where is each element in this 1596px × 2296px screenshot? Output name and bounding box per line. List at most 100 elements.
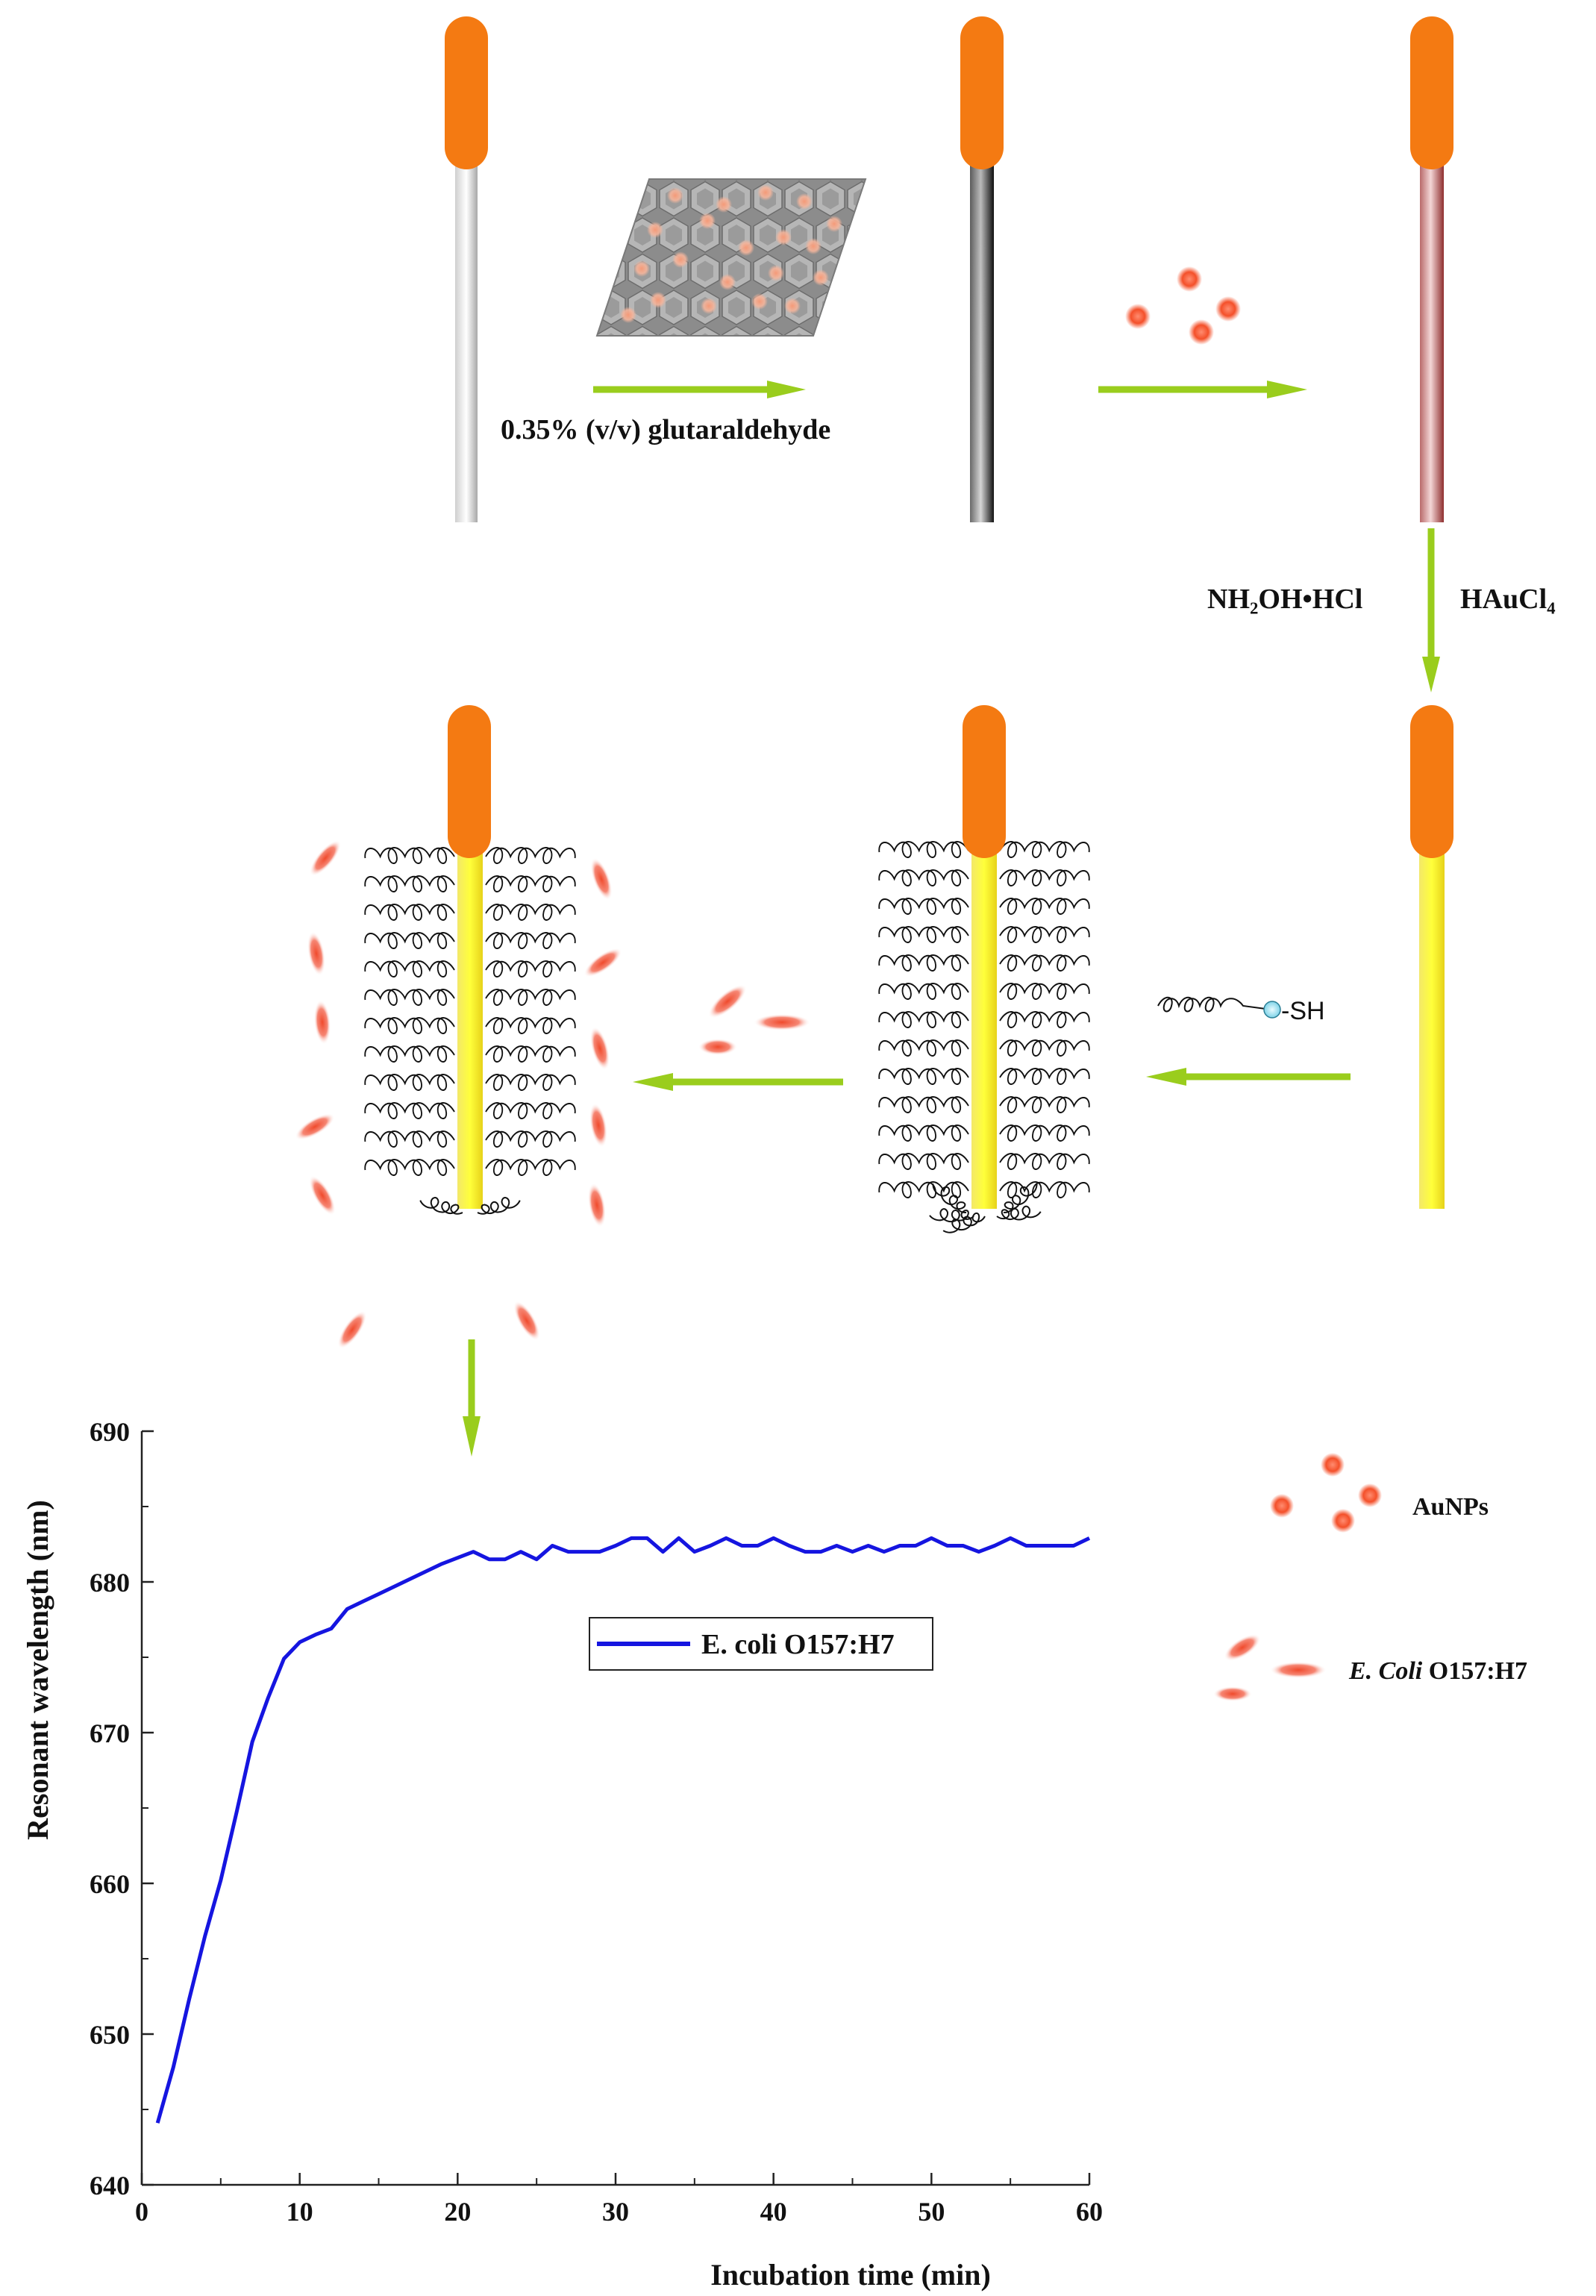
hex-nanoparticle — [768, 265, 784, 281]
aptamer-coil — [485, 989, 576, 1006]
y-tick-label: 650 — [90, 2020, 130, 2050]
aptamer-coil — [364, 960, 455, 977]
bound-bacterium — [307, 931, 326, 976]
bound-bacterium — [309, 839, 342, 877]
aptamer-coil — [999, 869, 1090, 886]
aptamer-coil — [485, 1102, 576, 1119]
thiol-label: -SH — [1281, 997, 1325, 1025]
x-tick-label: 20 — [444, 2197, 471, 2227]
aptamer-coil — [999, 1068, 1090, 1085]
aunp-cluster-step2 — [1125, 266, 1241, 345]
hex-nanoparticle — [633, 260, 650, 277]
x-tick-label: 50 — [918, 2197, 945, 2227]
x-tick-label: 60 — [1076, 2197, 1103, 2227]
bound-bacterium — [309, 1175, 336, 1216]
hex-nanoparticle — [716, 196, 732, 213]
aptamer-coil — [999, 1124, 1090, 1142]
bound-bacterium — [589, 1026, 610, 1071]
aptamer-coil — [999, 1181, 1090, 1198]
hex-nanoparticle — [784, 298, 801, 314]
chart-legend: E. coli O157:H7 — [589, 1617, 933, 1671]
legend-ecoli-icon — [1213, 1634, 1327, 1701]
step2-graphene-oxide-fiber — [960, 16, 1004, 522]
reagent-label-chloroauric-acid: HAuCl₄ — [1460, 584, 1556, 615]
legend-ecoli-label: E. Coli O157:H7 — [1348, 1657, 1527, 1685]
bound-bacterium — [295, 1113, 335, 1140]
hex-nanoparticle — [672, 251, 689, 268]
aptamer-coil — [999, 983, 1090, 1000]
arrow-down-to-chart — [463, 1339, 481, 1457]
y-tick-label: 660 — [90, 1869, 130, 1899]
bound-bacterium — [587, 1183, 607, 1227]
hex-nanoparticle — [701, 298, 717, 314]
hex-nanoparticle — [738, 240, 754, 256]
hex-nanoparticle — [805, 238, 822, 254]
step1-bare-fiber — [445, 16, 488, 522]
hex-nanoparticle — [796, 193, 813, 210]
aptamer-coil — [364, 847, 455, 864]
aptamer-coil — [485, 1130, 576, 1148]
hex-nanoparticle — [650, 292, 666, 308]
aptamer-coil — [485, 1159, 576, 1176]
aptamer-coil — [364, 932, 455, 949]
bound-bacterium — [313, 1000, 331, 1045]
aptamer-coil — [878, 1039, 969, 1057]
x-tick-label: 40 — [760, 2197, 787, 2227]
legend-aunps-label: AuNPs — [1412, 1493, 1489, 1521]
aptamer-coil — [878, 841, 969, 858]
chart-x-label: Incubation time (min) — [710, 2258, 991, 2292]
aptamer-coil — [878, 1124, 969, 1142]
hex-nanoparticle — [699, 213, 716, 229]
step3-aunp-fiber — [1410, 16, 1453, 522]
bound-bacterium — [590, 857, 613, 901]
step4-gold-fiber — [1410, 705, 1453, 1209]
aptamer-coil — [485, 904, 576, 921]
aptamer-coil — [999, 954, 1090, 972]
arrow-step1 — [593, 381, 806, 398]
x-tick-label: 0 — [135, 2197, 148, 2227]
arrow-step5 — [633, 1073, 843, 1091]
aptamer-coil — [878, 954, 969, 972]
aptamer-coil — [999, 926, 1090, 943]
legend-aunps-icon — [1270, 1453, 1382, 1533]
aptamer-coil — [485, 1045, 576, 1063]
aptamer-coil — [878, 1011, 969, 1028]
aptamer-coil — [999, 898, 1090, 915]
hex-nanoparticle — [757, 184, 774, 201]
aptamer-coil — [364, 875, 455, 892]
hex-nanoparticle — [775, 229, 792, 245]
aptamer-coil — [364, 1074, 455, 1091]
hex-nanoparticle — [620, 307, 636, 323]
x-tick-label: 10 — [287, 2197, 313, 2227]
aptamer-coil — [999, 1011, 1090, 1028]
hex-nanoparticle — [667, 187, 683, 204]
aptamer-coil — [485, 1074, 576, 1091]
hex-nanoparticle — [826, 216, 842, 232]
step5-aptamer-fiber — [878, 705, 1090, 1236]
hex-nanoparticle — [647, 222, 663, 238]
x-tick-label: 30 — [602, 2197, 629, 2227]
aptamer-coil — [999, 1096, 1090, 1113]
bacteria-cluster-step5 — [698, 984, 810, 1055]
aptamer-coil — [878, 926, 969, 943]
hex-nanoparticle — [813, 269, 829, 286]
aptamer-coil — [878, 898, 969, 915]
y-tick-label: 640 — [90, 2171, 130, 2200]
arrow-step4 — [1146, 1068, 1351, 1086]
bound-bacterium — [583, 948, 622, 977]
arrow-step2 — [1098, 381, 1307, 398]
aptamer-coil — [485, 847, 576, 864]
y-tick-label: 680 — [90, 1568, 130, 1598]
aptamer-coil — [364, 989, 455, 1006]
aptamer-coil — [364, 1045, 455, 1063]
hex-nanoparticle — [719, 274, 736, 290]
aptamer-coil — [878, 869, 969, 886]
y-tick-label: 690 — [90, 1417, 130, 1447]
aptamer-coil — [364, 1017, 455, 1034]
bound-bacterium — [337, 1310, 367, 1349]
aptamer-coil — [485, 960, 576, 977]
bound-bacterium — [589, 1103, 608, 1148]
bound-bacterium — [513, 1301, 540, 1341]
